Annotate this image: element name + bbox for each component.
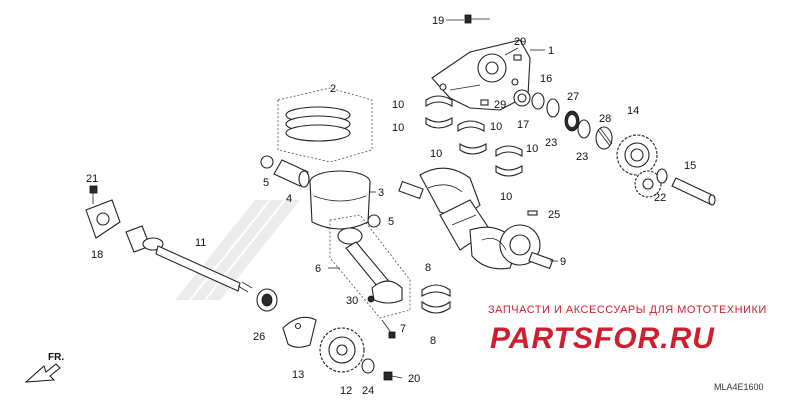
part-balancer-shaft-15[interactable]: [671, 177, 716, 206]
callout-4: 4: [286, 193, 292, 205]
part-nut-30[interactable]: [367, 295, 375, 303]
part-main-bearing-10a[interactable]: [425, 95, 453, 108]
part-pin-29b[interactable]: [480, 99, 489, 106]
callout-10c: 10: [490, 121, 502, 133]
callout-30: 30: [346, 295, 358, 307]
part-bolt-7[interactable]: [381, 319, 396, 339]
watermark-tagline: ЗАПЧАСТИ И АКСЕССУАРЫ ДЛЯ МОТОТЕХНИКИ: [488, 304, 767, 316]
part-main-bearing-10c[interactable]: [457, 120, 485, 133]
part-bolt-19[interactable]: [464, 14, 490, 24]
callout-10f: 10: [500, 191, 512, 203]
callout-10a: 10: [392, 99, 404, 111]
part-main-bearing-10e[interactable]: [495, 145, 523, 158]
part-pin-29a[interactable]: [513, 54, 522, 61]
callout-14: 14: [627, 105, 639, 117]
callout-5a: 5: [263, 177, 269, 189]
callout-28: 28: [599, 113, 611, 125]
watermark-brand: PARTSFOR.RU: [490, 322, 715, 355]
callout-22: 22: [654, 192, 666, 204]
part-washer-23b[interactable]: [577, 119, 591, 139]
part-needle-bearing-28[interactable]: [595, 126, 613, 150]
part-main-bearing-10d[interactable]: [459, 142, 487, 155]
part-connecting-rod[interactable]: [329, 214, 411, 319]
callout-15: 15: [684, 160, 696, 172]
callout-24: 24: [362, 385, 374, 397]
part-plate-13[interactable]: [282, 316, 317, 348]
callout-9: 9: [560, 256, 566, 268]
callout-29b: 29: [494, 99, 506, 111]
diagram-code: MLA4E1600: [714, 382, 764, 392]
callout-20: 20: [408, 373, 420, 385]
callout-8b: 8: [430, 335, 436, 347]
callout-16: 16: [540, 73, 552, 85]
callout-2: 2: [330, 83, 336, 95]
callout-10e: 10: [526, 143, 538, 155]
callout-11: 11: [195, 237, 206, 249]
callout-26: 26: [253, 331, 265, 343]
part-bearing-8a[interactable]: [421, 284, 451, 297]
part-piston-pin[interactable]: [273, 159, 310, 188]
part-main-bearing-10f[interactable]: [495, 164, 523, 177]
part-balancer-gear-14[interactable]: [616, 134, 662, 198]
callout-3: 3: [378, 187, 384, 199]
callout-5b: 5: [388, 216, 394, 228]
part-bolt-21[interactable]: [89, 185, 98, 204]
part-circlip-5b[interactable]: [367, 214, 381, 228]
part-crankshaft[interactable]: [398, 167, 554, 270]
part-starter-shaft-11[interactable]: [125, 225, 253, 293]
callout-10d: 10: [430, 148, 442, 160]
part-washer-22[interactable]: [656, 168, 668, 184]
callout-1: 1: [548, 45, 554, 57]
callout-12: 12: [340, 385, 352, 397]
callout-13: 13: [292, 369, 304, 381]
part-piston-rings[interactable]: [277, 87, 373, 163]
callout-18: 18: [91, 249, 103, 261]
part-bearing-26[interactable]: [256, 288, 278, 312]
front-marker-label: FR.: [48, 352, 64, 363]
callout-7: 7: [400, 323, 406, 335]
part-bolt-20[interactable]: [383, 371, 403, 381]
callout-8a: 8: [425, 262, 431, 274]
part-gear-12[interactable]: [319, 327, 365, 373]
callout-6: 6: [315, 263, 321, 275]
part-washer-23a[interactable]: [546, 98, 560, 118]
watermark: ЗАПЧАСТИ И АКСЕССУАРЫ ДЛЯ МОТОТЕХНИКИ PA…: [488, 304, 767, 355]
callout-10b: 10: [392, 122, 404, 134]
part-washer-24[interactable]: [361, 358, 375, 374]
part-key-25[interactable]: [527, 210, 538, 216]
part-bearing-8b[interactable]: [421, 300, 451, 314]
part-main-bearing-10b[interactable]: [425, 116, 453, 129]
part-piston[interactable]: [309, 170, 371, 230]
part-washer-16[interactable]: [531, 92, 545, 110]
part-circlip-5a[interactable]: [260, 155, 274, 169]
front-direction-arrow: FR.: [24, 352, 64, 383]
callout-27: 27: [567, 91, 579, 103]
callout-23a: 23: [545, 137, 557, 149]
callout-19: 19: [432, 15, 444, 27]
callout-21: 21: [86, 173, 98, 185]
part-cover-bracket[interactable]: [431, 39, 531, 111]
callout-23b: 23: [576, 151, 588, 163]
part-gasket-18[interactable]: [85, 199, 121, 239]
callout-29a: 29: [514, 36, 526, 48]
callout-25: 25: [548, 209, 560, 221]
callout-17: 17: [517, 119, 529, 131]
